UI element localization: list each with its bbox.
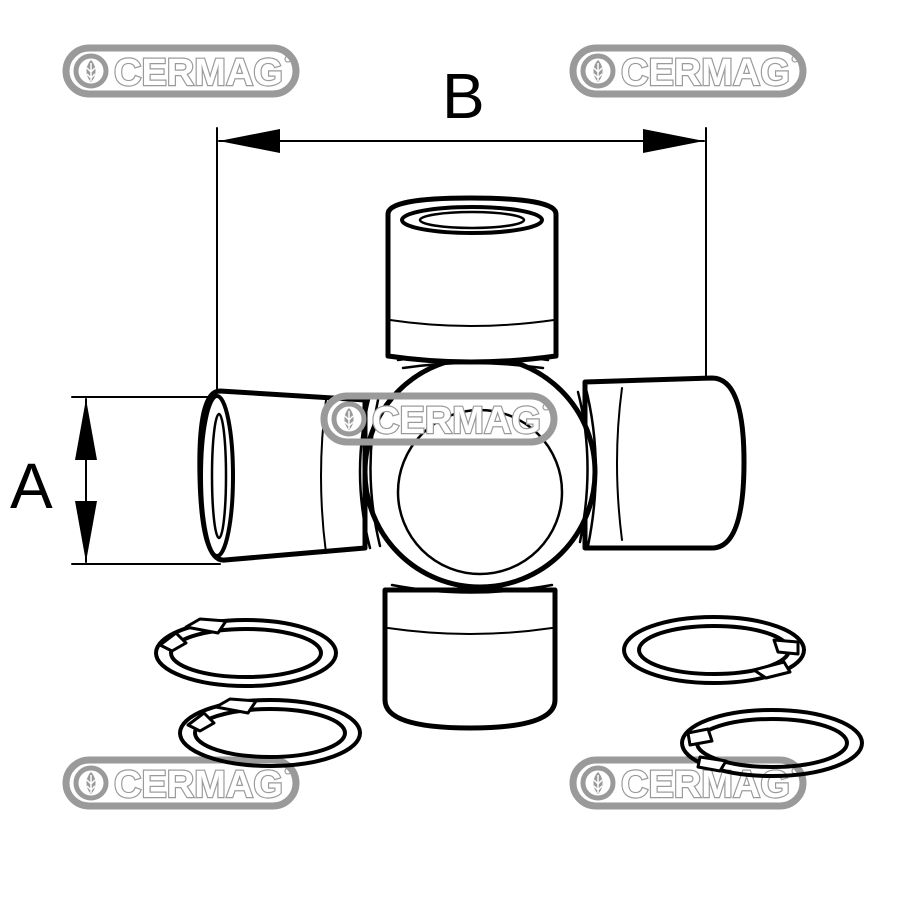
dimension-a: A — [10, 396, 221, 565]
dimension-b: B — [216, 60, 707, 393]
watermark-top-left: CERMAG — [66, 48, 296, 94]
watermark-bottom-left: CERMAG — [66, 760, 296, 806]
bearing-cup-left — [197, 388, 368, 563]
bearing-cup-top — [385, 195, 559, 365]
watermark-center: CERMAG — [324, 396, 554, 442]
watermark-top-right: CERMAG — [573, 48, 803, 94]
arrowhead-down-icon — [75, 501, 97, 562]
dimension-b-label: B — [442, 60, 485, 132]
circlip-4 — [680, 708, 864, 778]
watermark-text: CERMAG — [114, 52, 283, 94]
universal-joint-cross — [197, 195, 747, 731]
watermark-bottom-right: CERMAG — [573, 760, 803, 806]
circlip-2 — [178, 697, 362, 768]
circlip-3 — [622, 615, 806, 685]
cross-center-body — [358, 352, 598, 594]
arrowhead-up-icon — [75, 399, 97, 460]
watermark-text: CERMAG — [372, 400, 541, 442]
watermark-text: CERMAG — [114, 764, 283, 806]
dimension-a-label: A — [10, 450, 53, 522]
watermark-text: CERMAG — [621, 764, 790, 806]
watermark-text: CERMAG — [621, 52, 790, 94]
bearing-cup-bottom — [382, 587, 558, 731]
bearing-cup-right — [582, 375, 747, 551]
circlip-1 — [154, 617, 338, 688]
arrowhead-right-icon — [643, 129, 704, 153]
arrowhead-left-icon — [219, 129, 280, 153]
